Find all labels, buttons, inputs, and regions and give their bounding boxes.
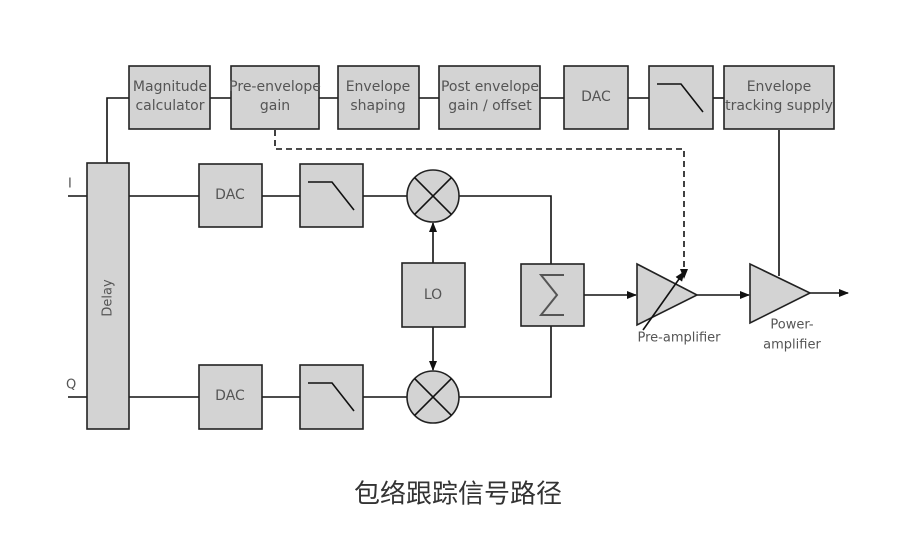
delay-label: Delay — [101, 279, 116, 317]
mixer-cross-icon — [414, 177, 452, 215]
block-lo: LO — [401, 262, 466, 328]
wire-mixer-i-to-sum — [459, 195, 552, 264]
wire-delay-to-magnitude — [106, 97, 129, 163]
shaping-label-line2: shaping — [350, 98, 405, 114]
block-pre-envelope-gain: Pre-envelope gain — [229, 65, 321, 130]
diagram-caption: 包络跟踪信号路径 — [354, 480, 562, 510]
dac-q-label: DAC — [215, 388, 245, 404]
post-label-line2: gain / offset — [448, 98, 532, 114]
block-delay: Delay — [86, 162, 130, 430]
lo-label: LO — [424, 287, 442, 303]
block-dac-i: DAC — [198, 163, 263, 228]
pregain-label-line1: Pre-envelope — [229, 79, 321, 95]
pre-amplifier — [636, 262, 699, 331]
wire-mixer-q-to-sum — [459, 326, 552, 398]
sigma-icon — [538, 274, 564, 316]
shaping-label-line1: Envelope — [346, 79, 411, 95]
dac-top-label: DAC — [581, 89, 611, 105]
block-magnitude-calculator: Magnitude calculator — [128, 65, 211, 130]
lowpass-filter-icon — [308, 382, 355, 412]
block-lowpass-filter-top — [648, 65, 714, 130]
power-amplifier — [749, 262, 812, 325]
dac-i-label: DAC — [215, 187, 245, 203]
port-label-q: Q — [66, 378, 76, 393]
lowpass-filter-icon — [308, 181, 355, 211]
variable-gain-arrow-icon — [642, 271, 685, 331]
block-lowpass-filter-q — [299, 364, 364, 430]
pregain-label-line2: gain — [260, 98, 290, 114]
block-dac-q: DAC — [198, 364, 263, 430]
magnitude-label-line1: Magnitude — [133, 79, 207, 95]
supply-label-line1: Envelope — [747, 79, 812, 95]
power-amplifier-label-line1: Power- — [770, 318, 813, 333]
block-envelope-shaping: Envelope shaping — [337, 65, 420, 130]
pre-amplifier-label: Pre-amplifier — [638, 331, 722, 346]
post-label-line1: Post envelope — [441, 79, 539, 95]
block-post-envelope-gain-offset: Post envelope gain / offset — [438, 65, 541, 130]
block-envelope-tracking-supply: Envelope tracking supply — [723, 65, 835, 130]
wires — [68, 97, 849, 398]
block-dac-top: DAC — [563, 65, 629, 130]
magnitude-label-line2: calculator — [135, 98, 204, 114]
mixer-q — [406, 370, 460, 424]
lowpass-filter-icon — [657, 83, 704, 113]
block-summer — [520, 263, 585, 327]
power-amplifier-label-line2: amplifier — [763, 338, 821, 353]
block-lowpass-filter-i — [299, 163, 364, 228]
supply-label-line2: tracking supply — [725, 98, 833, 114]
mixer-cross-icon — [414, 378, 452, 416]
mixer-i — [406, 169, 460, 223]
wire-gain-control-dashed — [274, 130, 688, 279]
port-label-i: I — [68, 177, 72, 192]
